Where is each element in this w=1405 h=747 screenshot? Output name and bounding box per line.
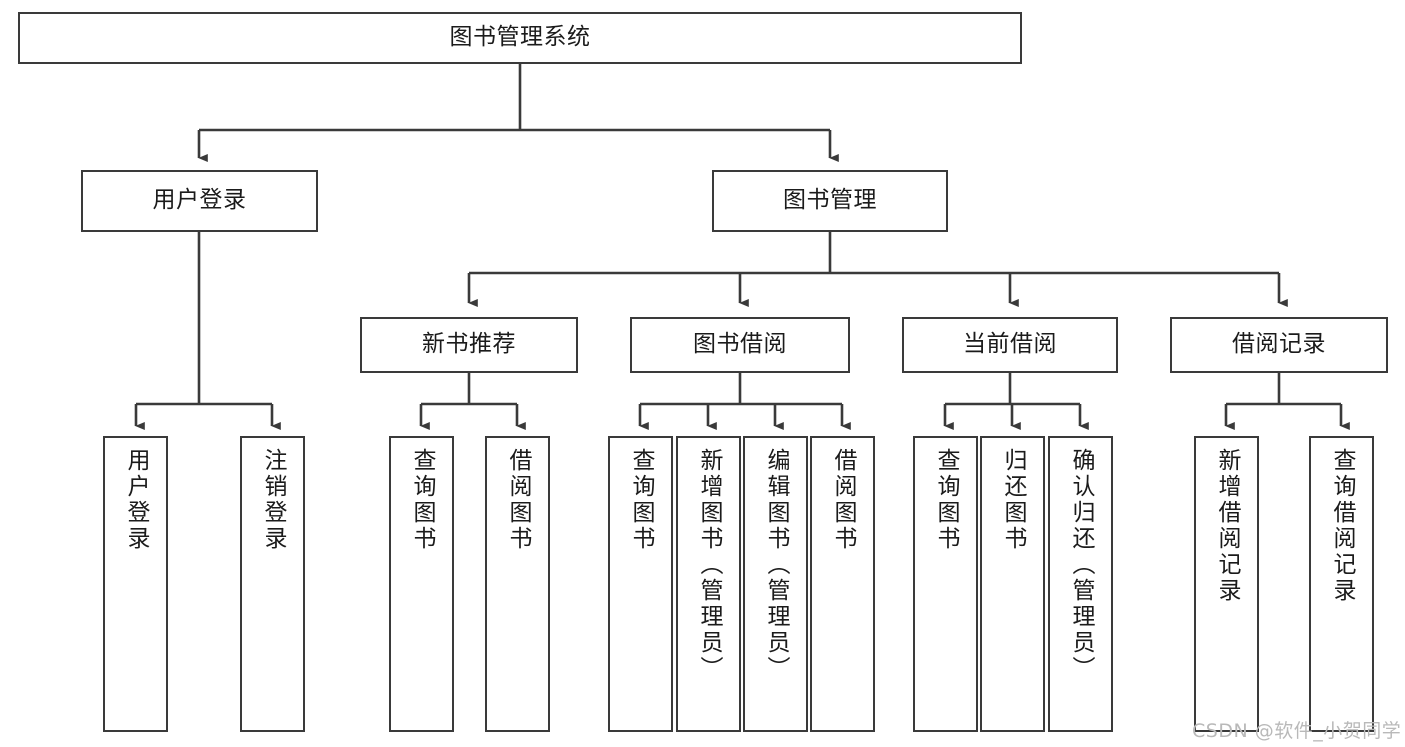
leaf-record-add-label: 新增借阅记录	[1214, 448, 1240, 604]
node-current-borrow-label: 当前借阅	[963, 331, 1057, 358]
node-borrow-record[interactable]: 借阅记录	[1170, 317, 1388, 373]
leaf-current-confirm-return[interactable]: 确认归还（管理员）	[1048, 436, 1113, 732]
leaf-current-query-book-label: 查询图书	[933, 448, 959, 552]
leaf-new-book-borrow[interactable]: 借阅图书	[485, 436, 550, 732]
leaf-borrow-query-book-label: 查询图书	[628, 448, 654, 552]
leaf-new-book-query[interactable]: 查询图书	[389, 436, 454, 732]
leaf-borrow-borrow-book[interactable]: 借阅图书	[810, 436, 875, 732]
leaf-user-login-signout-label: 注销登录	[260, 448, 286, 552]
node-book-borrow[interactable]: 图书借阅	[630, 317, 850, 373]
leaf-current-return-book[interactable]: 归还图书	[980, 436, 1045, 732]
leaf-borrow-query-book[interactable]: 查询图书	[608, 436, 673, 732]
leaf-user-login-signin-label: 用户登录	[123, 448, 149, 552]
leaf-record-add[interactable]: 新增借阅记录	[1194, 436, 1259, 732]
node-book-management[interactable]: 图书管理	[712, 170, 948, 232]
node-user-login-label: 用户登录	[152, 187, 247, 214]
node-new-book-recommend-label: 新书推荐	[422, 331, 516, 358]
leaf-borrow-add-book[interactable]: 新增图书（管理员）	[676, 436, 741, 732]
node-new-book-recommend[interactable]: 新书推荐	[360, 317, 578, 373]
node-book-management-label: 图书管理	[783, 187, 877, 214]
node-current-borrow[interactable]: 当前借阅	[902, 317, 1118, 373]
leaf-current-return-book-label: 归还图书	[1000, 448, 1026, 552]
leaf-borrow-add-book-label: 新增图书（管理员）	[696, 448, 722, 682]
node-user-login[interactable]: 用户登录	[81, 170, 318, 232]
node-book-borrow-label: 图书借阅	[693, 331, 787, 358]
leaf-user-login-signin[interactable]: 用户登录	[103, 436, 168, 732]
leaf-record-query[interactable]: 查询借阅记录	[1309, 436, 1374, 732]
node-borrow-record-label: 借阅记录	[1232, 331, 1326, 358]
leaf-new-book-borrow-label: 借阅图书	[505, 448, 531, 552]
leaf-new-book-query-label: 查询图书	[409, 448, 435, 552]
leaf-current-query-book[interactable]: 查询图书	[913, 436, 978, 732]
leaf-user-login-signout[interactable]: 注销登录	[240, 436, 305, 732]
leaf-borrow-edit-book[interactable]: 编辑图书（管理员）	[743, 436, 808, 732]
leaf-record-query-label: 查询借阅记录	[1329, 448, 1355, 604]
node-root[interactable]: 图书管理系统	[18, 12, 1022, 64]
node-root-label: 图书管理系统	[449, 24, 591, 51]
leaf-borrow-borrow-book-label: 借阅图书	[830, 448, 856, 552]
leaf-borrow-edit-book-label: 编辑图书（管理员）	[763, 448, 789, 682]
leaf-current-confirm-return-label: 确认归还（管理员）	[1068, 448, 1094, 682]
